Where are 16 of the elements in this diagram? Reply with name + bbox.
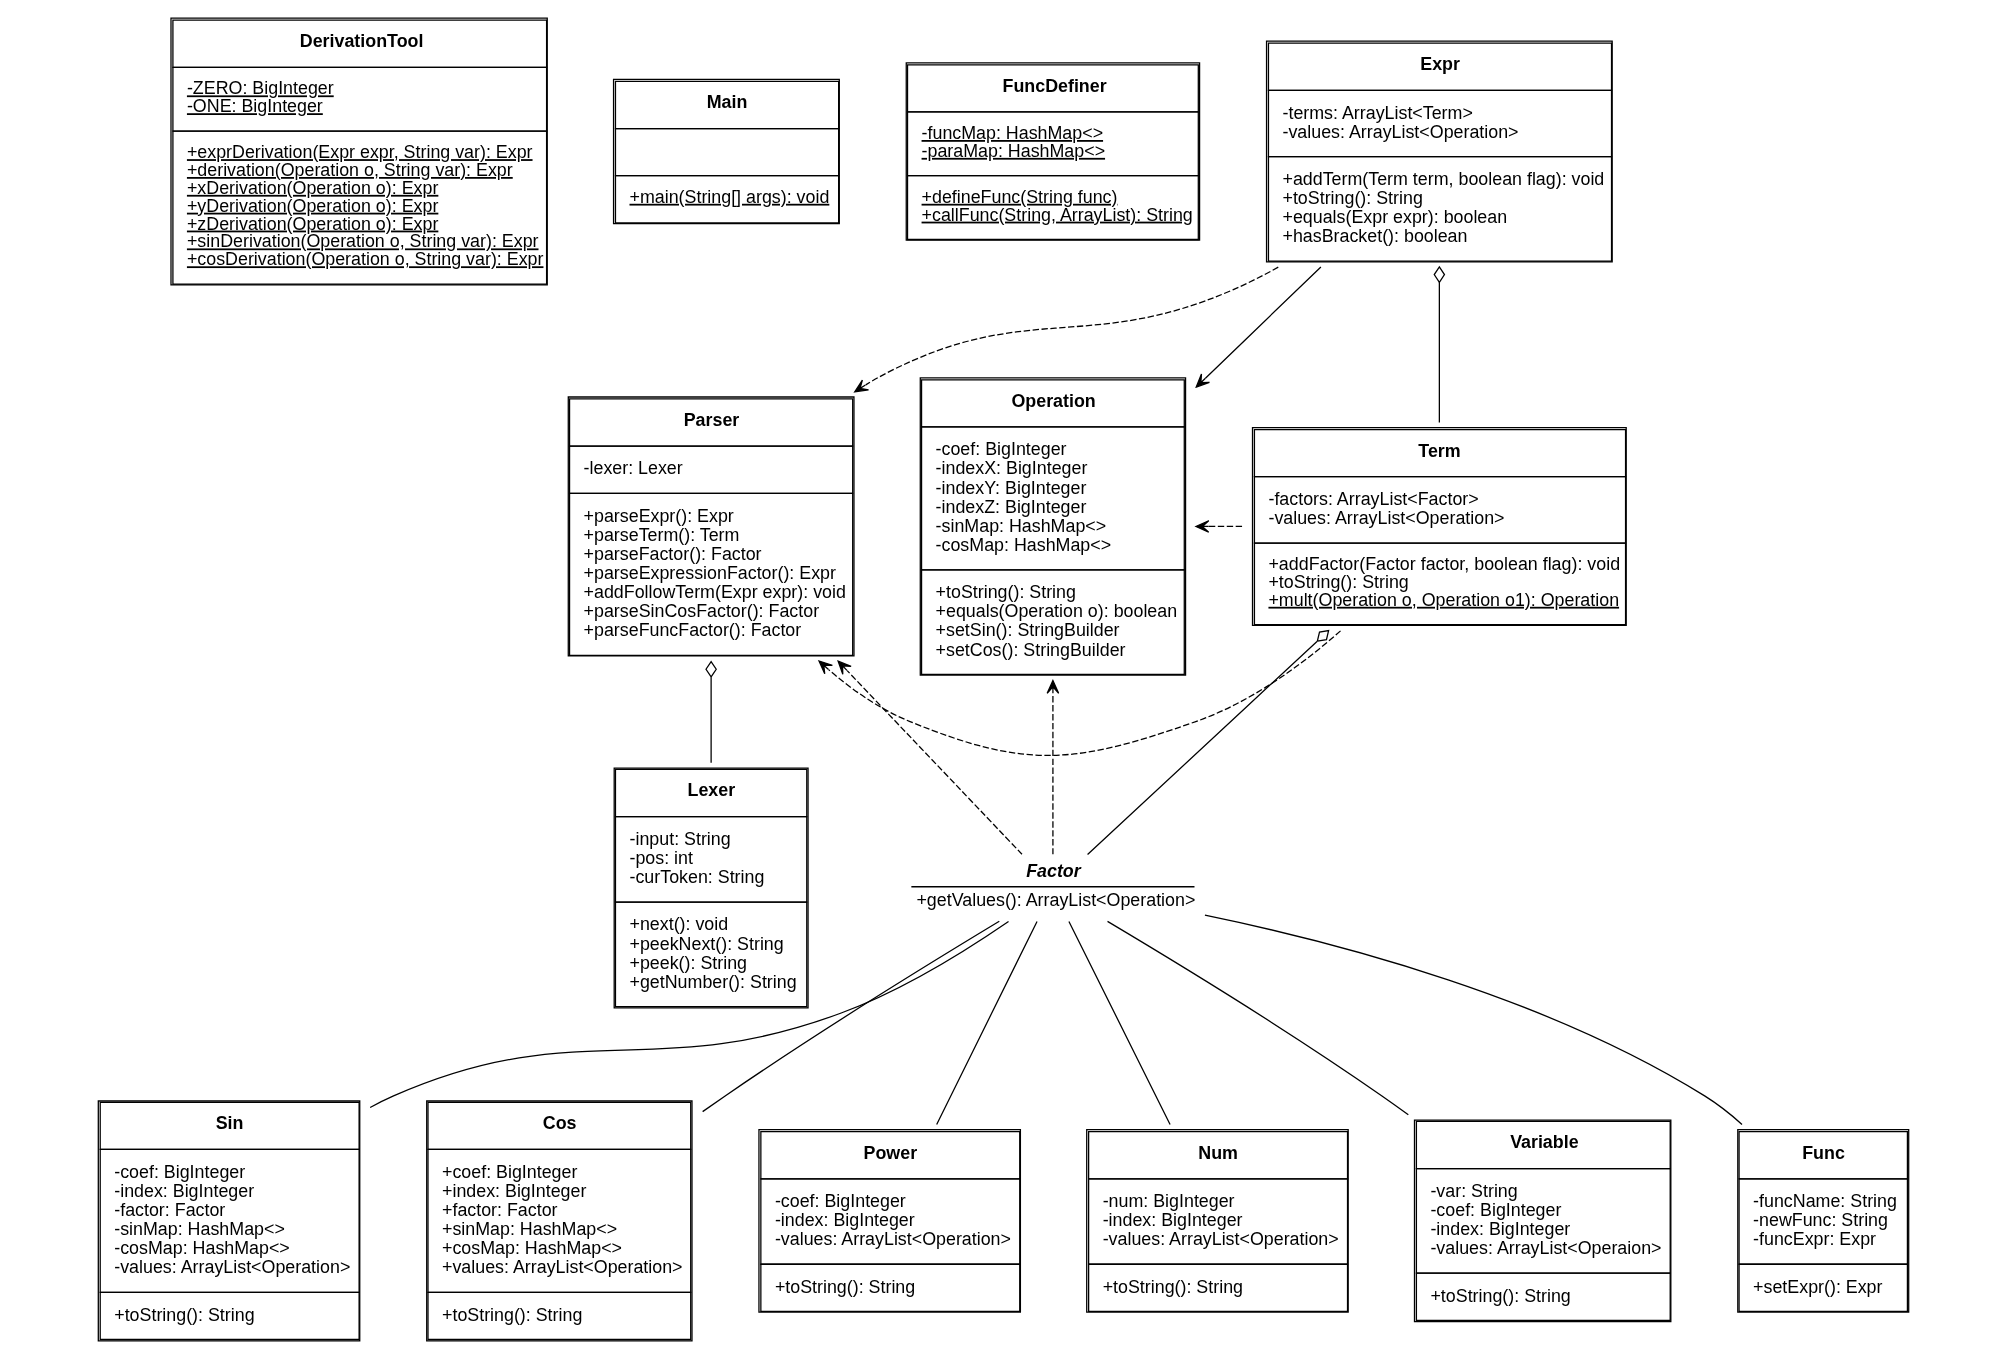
connector [1204,914,1743,1126]
arrow [1195,520,1243,533]
arrow [837,660,1023,855]
connector [1433,265,1446,424]
node-text: Factor +getValues(): ArrayList<Operation> [916,860,1196,911]
connector [702,920,1000,1113]
arrow [1195,266,1322,388]
connector [369,920,1010,1109]
connector [936,920,1038,1126]
connector [1106,920,1409,1116]
arrow [1046,679,1060,855]
connector [705,660,717,764]
arrow [854,266,1279,393]
arrow [818,630,1342,756]
connector [1086,629,1330,856]
connector [1068,920,1171,1126]
